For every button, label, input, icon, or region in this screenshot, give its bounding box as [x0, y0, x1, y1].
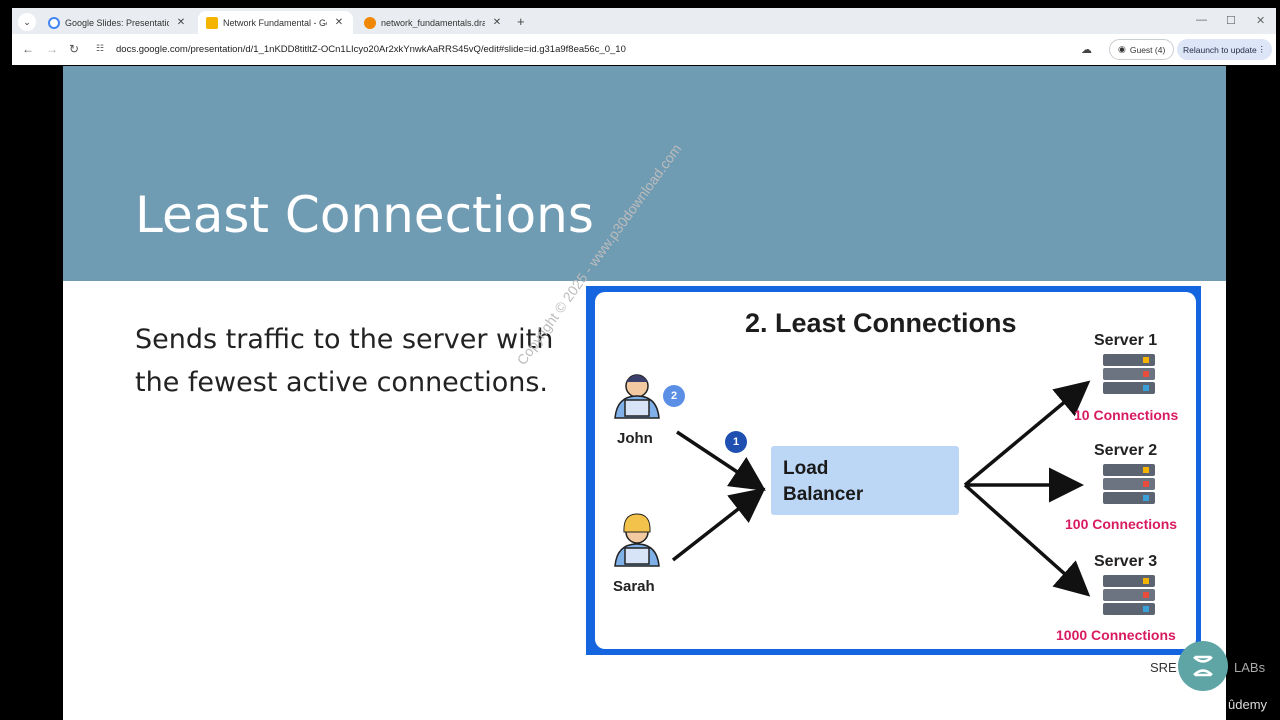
new-tab-button[interactable]: + [517, 14, 525, 29]
server-2-label: Server 2 [1094, 442, 1158, 459]
arrow-lb-to-server-1 [963, 380, 1091, 487]
diagram-title: 2. Least Connections [745, 308, 1017, 338]
user-label-john: John [617, 430, 653, 447]
tab-network-fundamental[interactable]: Network Fundamental - Google ✕ [198, 11, 353, 34]
window-close-icon[interactable]: ✕ [1256, 15, 1266, 27]
relaunch-label: Relaunch to update [1183, 44, 1257, 55]
address-bar[interactable]: ☷ docs.google.com/presentation/d/1_1nKDD… [90, 38, 1104, 61]
slide-header: Least Connections [63, 66, 1226, 281]
badge-1: 1 [725, 431, 747, 453]
cloud-sync-icon[interactable]: ☁ [1081, 44, 1092, 56]
server-3-connections: 1000 Connections [1056, 627, 1176, 643]
server-2-connections: 100 Connections [1065, 516, 1178, 532]
minimize-icon[interactable]: — [1196, 14, 1207, 26]
lb-line-1: Load [783, 458, 829, 479]
server-2-icon [1103, 464, 1155, 504]
tab-title: network_fundamentals.drawio [381, 17, 485, 28]
browser-chrome: ⌄ Google Slides: Presentation Slic ✕ Net… [12, 8, 1276, 65]
least-connections-diagram: 2. Least Connections 2 1 John Sarah Load… [586, 286, 1201, 655]
arrow-sarah-to-lb [671, 487, 766, 562]
back-icon[interactable]: ← [22, 42, 34, 56]
load-balancer-box: Load Balancer [771, 446, 959, 515]
tab-drawio[interactable]: network_fundamentals.drawio ✕ [356, 11, 511, 34]
google-icon [48, 16, 60, 29]
john-user-icon [614, 374, 660, 419]
labs-text: LABs [1234, 660, 1266, 675]
slides-icon [206, 16, 218, 29]
site-info-icon[interactable]: ☷ [96, 43, 105, 53]
guest-profile-button[interactable]: ◉ Guest (4) [1109, 39, 1175, 60]
tab-title: Network Fundamental - Google [223, 17, 327, 28]
sre-text: SRE [1150, 660, 1177, 675]
server-3-icon [1103, 575, 1155, 615]
lb-line-2: Balancer [783, 484, 864, 505]
udemy-logo: ûdemy [1228, 697, 1268, 712]
browser-toolbar: ← → ↻ ☷ docs.google.com/presentation/d/1… [12, 34, 1276, 65]
badge-2: 2 [663, 385, 685, 407]
arrow-john-to-lb [676, 430, 766, 491]
load-balancer-label: Load Balancer [783, 456, 863, 508]
diagram-canvas: 2. Least Connections 2 1 John Sarah Load… [595, 292, 1196, 649]
diagram-arrows [614, 354, 1155, 615]
forward-icon[interactable]: → [46, 42, 58, 56]
arrow-lb-to-server-3 [963, 483, 1091, 597]
drawio-icon [364, 16, 376, 29]
close-icon[interactable]: ✕ [334, 17, 344, 28]
slide: Least Connections Sends traffic to the s… [63, 66, 1226, 720]
reload-icon[interactable]: ↻ [69, 42, 80, 56]
user-label-sarah: Sarah [613, 578, 655, 595]
kodekloud-logo-icon [1178, 641, 1228, 691]
server-1-connections: 10 Connections [1074, 407, 1179, 423]
more-options-icon[interactable]: ⋮ [1257, 44, 1267, 54]
url-text: docs.google.com/presentation/d/1_1nKDD8t… [116, 44, 626, 55]
close-icon[interactable]: ✕ [492, 17, 502, 28]
tab-title: Google Slides: Presentation Slic [65, 17, 169, 28]
tab-google-slides[interactable]: Google Slides: Presentation Slic ✕ [40, 11, 195, 34]
slide-title: Least Connections [135, 186, 594, 244]
maximize-icon[interactable]: ☐ [1226, 15, 1236, 27]
slide-body-text: Sends traffic to the server with the few… [135, 324, 554, 398]
guest-label: Guest (4) [1129, 44, 1166, 55]
person-icon: ◉ [1118, 44, 1126, 54]
server-3-label: Server 3 [1094, 553, 1158, 570]
relaunch-button[interactable]: Relaunch to update ⋮ [1177, 39, 1272, 60]
close-icon[interactable]: ✕ [176, 17, 186, 28]
sarah-user-icon [614, 513, 660, 567]
server-1-label: Server 1 [1094, 332, 1158, 349]
tab-search-icon[interactable]: ⌄ [18, 13, 36, 31]
server-1-icon [1103, 354, 1155, 394]
tab-strip: ⌄ Google Slides: Presentation Slic ✕ Net… [12, 8, 1276, 34]
